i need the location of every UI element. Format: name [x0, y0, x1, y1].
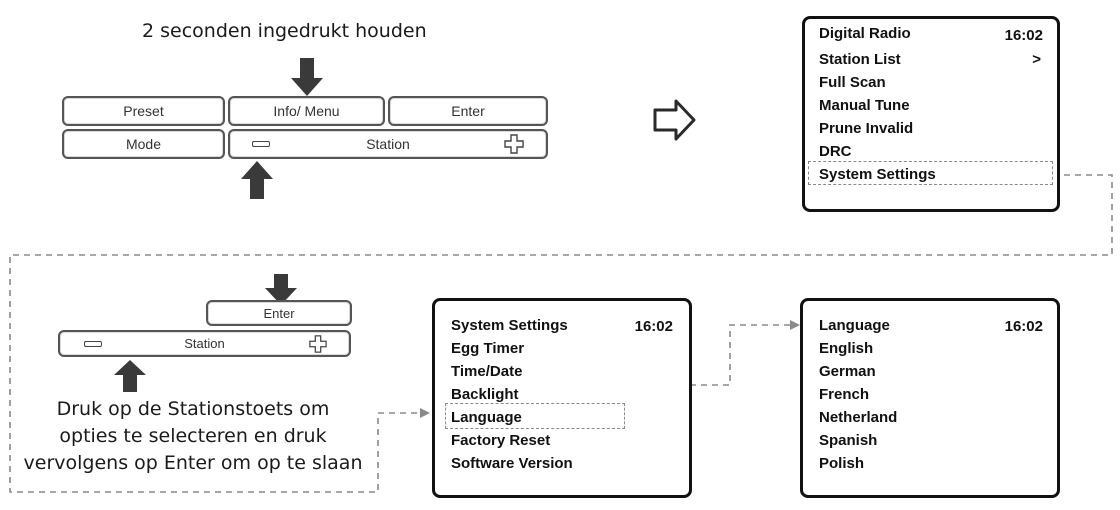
menu-item-station-list[interactable]: Station List: [819, 51, 901, 68]
mode-button[interactable]: Mode: [62, 129, 225, 159]
enter-press-arrow-icon: [265, 274, 297, 305]
chevron-right-icon: >: [1032, 51, 1041, 68]
press-up-arrow-icon: [241, 161, 273, 199]
next-step-arrow-icon: [653, 99, 696, 141]
screen-title: System Settings: [451, 317, 568, 334]
info-menu-label: Info/ Menu: [273, 103, 340, 119]
menu-item-prune-invalid[interactable]: Prune Invalid: [819, 120, 914, 137]
plus-icon: [504, 134, 524, 154]
menu-item-backlight[interactable]: Backlight: [451, 386, 519, 403]
press-down-arrow-icon: [291, 58, 323, 96]
hold-caption: 2 seconden ingedrukt houden: [142, 20, 427, 42]
screen-time: 16:02: [634, 318, 673, 335]
press-caption: Druk op de Stationstoets om opties te se…: [10, 396, 376, 477]
press-caption-line-1: Druk op de Stationstoets om: [56, 398, 330, 420]
menu-item-drc[interactable]: DRC: [819, 143, 852, 160]
menu-item-netherland[interactable]: Netherland: [819, 409, 898, 426]
menu-item-time-date[interactable]: Time/Date: [451, 363, 523, 380]
minus-icon-small: [84, 340, 102, 347]
connector-arrowhead-1: [420, 408, 430, 418]
info-menu-button[interactable]: Info/ Menu: [228, 96, 385, 126]
station-press-arrow-icon: [114, 360, 146, 392]
menu-item-english[interactable]: English: [819, 340, 874, 357]
plus-icon-small: [309, 334, 327, 353]
preset-label: Preset: [123, 103, 164, 119]
screen-time: 16:02: [1004, 27, 1043, 44]
menu-item-polish[interactable]: Polish: [819, 455, 865, 472]
menu-item-language[interactable]: Language: [451, 409, 522, 426]
press-caption-line-3: vervolgens op Enter om op te slaan: [23, 452, 363, 474]
press-caption-line-2: opties te selecteren en druk: [59, 425, 327, 447]
screen-time: 16:02: [1004, 318, 1043, 335]
screen-title: Language: [819, 317, 890, 334]
station-small-label: Station: [184, 336, 225, 351]
enter-label: Enter: [451, 103, 485, 119]
dashed-connector-to-language: [624, 324, 790, 386]
menu-item-system-settings[interactable]: System Settings: [819, 166, 936, 183]
system-settings-screen: System Settings 16:02 Egg Timer Time/Dat…: [432, 298, 692, 498]
screen-title: Digital Radio: [819, 25, 911, 42]
station-button-small[interactable]: Station: [58, 330, 351, 357]
menu-item-spanish[interactable]: Spanish: [819, 432, 878, 449]
connector-arrowhead-2: [790, 320, 800, 330]
enter-button-small[interactable]: Enter: [206, 300, 352, 326]
language-screen: Language 16:02 English German French Net…: [800, 298, 1060, 498]
menu-item-german[interactable]: German: [819, 363, 876, 380]
selection-highlight: [445, 403, 625, 429]
mode-label: Mode: [125, 136, 162, 152]
digital-radio-screen: Digital Radio 16:02 Station List > Full …: [802, 16, 1060, 212]
menu-item-factory-reset[interactable]: Factory Reset: [451, 432, 551, 449]
selection-highlight: [808, 161, 1053, 185]
station-button[interactable]: Station: [228, 129, 548, 159]
menu-item-french[interactable]: French: [819, 386, 870, 403]
enter-small-label: Enter: [263, 305, 295, 321]
enter-button[interactable]: Enter: [388, 96, 548, 126]
menu-item-full-scan[interactable]: Full Scan: [819, 74, 886, 91]
menu-item-manual-tune[interactable]: Manual Tune: [819, 97, 910, 114]
minus-icon: [252, 141, 270, 147]
preset-button[interactable]: Preset: [62, 96, 225, 126]
menu-item-software-version[interactable]: Software Version: [451, 455, 573, 472]
menu-item-egg-timer[interactable]: Egg Timer: [451, 340, 525, 357]
station-label: Station: [366, 136, 410, 152]
